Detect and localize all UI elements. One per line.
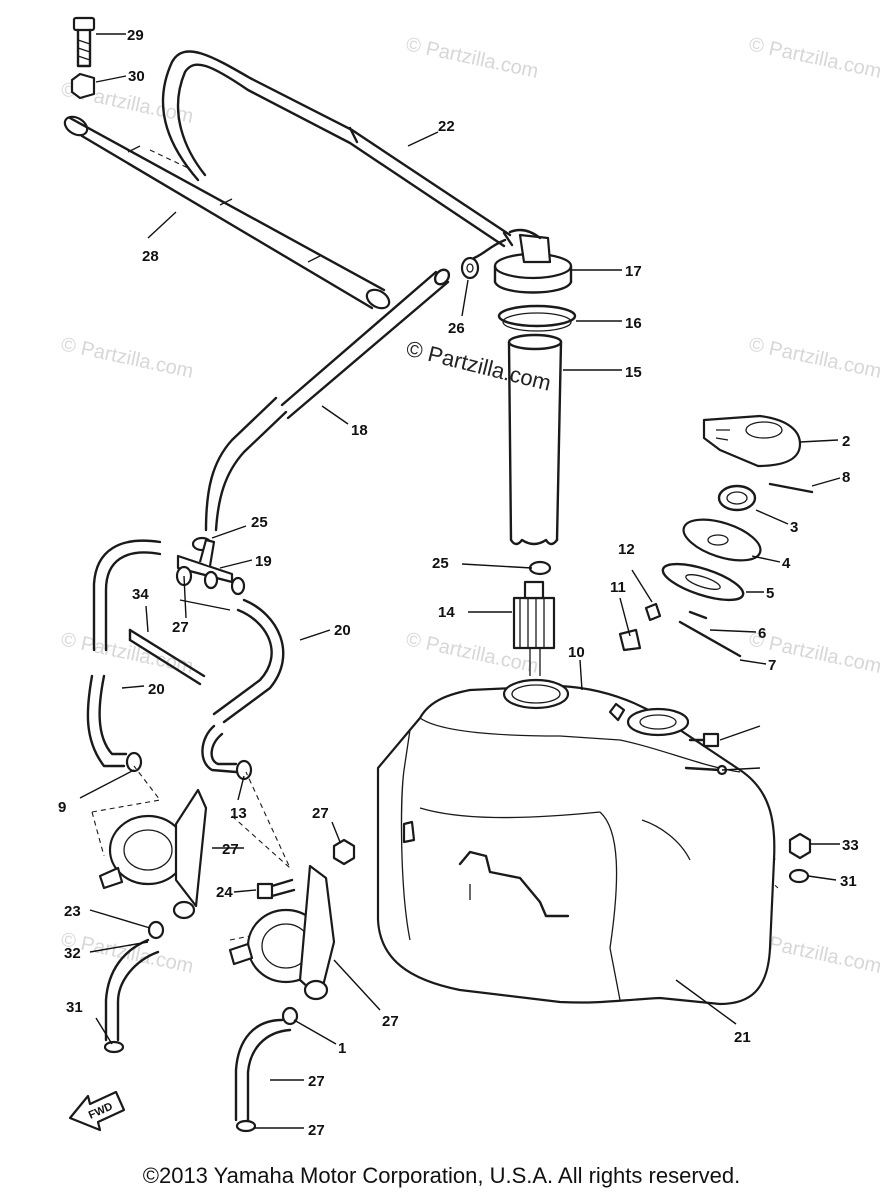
callout-19: 19 bbox=[255, 553, 272, 570]
nut-24 bbox=[788, 832, 812, 860]
callout-32: 24 bbox=[216, 884, 233, 901]
callout-3: 3 bbox=[790, 519, 798, 536]
callout-20-upper: 20 bbox=[334, 622, 351, 639]
clamp-27-b bbox=[230, 576, 246, 596]
filter-14 bbox=[512, 580, 556, 676]
clamp-27-e bbox=[147, 920, 165, 940]
callout-24: 33 bbox=[842, 837, 859, 854]
callout-18: 18 bbox=[351, 422, 368, 439]
callout-27-g: 27 bbox=[308, 1122, 325, 1139]
callout-2: 2 bbox=[842, 433, 850, 450]
callout-27-f: 1 bbox=[338, 1040, 346, 1057]
callout-31-lower: 27 bbox=[382, 1013, 399, 1030]
callout-28: 28 bbox=[142, 248, 159, 265]
spring-6 bbox=[688, 610, 708, 620]
callout-27-b: 9 bbox=[58, 799, 66, 816]
plate-4 bbox=[682, 518, 762, 562]
filler-cap-17 bbox=[472, 228, 573, 294]
clamp-27-f bbox=[281, 1006, 299, 1026]
watermark: © Partzilla.com bbox=[59, 333, 195, 383]
callout-23: 31 bbox=[840, 873, 857, 890]
fuel-pump-31-upper bbox=[98, 788, 208, 920]
clip-25-lower bbox=[528, 560, 552, 576]
callout-22: 22 bbox=[438, 118, 455, 135]
callout-31-upper: 27 bbox=[222, 841, 239, 858]
fwd-arrow-icon: FWD bbox=[68, 1090, 126, 1132]
fuel-pump-31-lower bbox=[228, 864, 336, 1001]
bolt-9 bbox=[688, 732, 720, 748]
callout-15: 15 bbox=[625, 364, 642, 381]
seal-3 bbox=[717, 484, 757, 512]
callout-5: 5 bbox=[766, 585, 774, 602]
callout-29: 29 bbox=[127, 27, 144, 44]
callout-10: 10 bbox=[568, 644, 585, 661]
callout-numbers: 29 30 22 28 17 26 16 15 18 2 8 3 25 19 4… bbox=[58, 27, 859, 1139]
callout-34: 34 bbox=[132, 586, 149, 603]
fitting-11 bbox=[618, 628, 642, 652]
clamp-27-c bbox=[125, 751, 143, 773]
nut-33 bbox=[332, 838, 356, 866]
callout-26: 26 bbox=[448, 320, 465, 337]
watermark: © Partzilla.com bbox=[404, 33, 540, 83]
callout-25-lower: 25 bbox=[432, 555, 449, 572]
callout-27-d: 23 bbox=[64, 903, 81, 920]
filler-tube-15 bbox=[507, 333, 563, 546]
washer-23 bbox=[788, 868, 810, 884]
clamp-27-h bbox=[235, 1119, 257, 1133]
callout-17: 17 bbox=[625, 263, 642, 280]
rod-7 bbox=[678, 620, 742, 658]
callout-8: 8 bbox=[842, 469, 850, 486]
bolt-29 bbox=[72, 16, 96, 68]
callout-27-e: 31 bbox=[66, 999, 83, 1016]
watermark: © Partzilla.com bbox=[747, 333, 883, 383]
bolt-32 bbox=[256, 878, 296, 900]
hose-22 bbox=[161, 50, 514, 248]
center-watermark: © Partzilla.com bbox=[404, 336, 554, 396]
watermark: © Partzilla.com bbox=[747, 33, 883, 83]
callout-7: 7 bbox=[768, 657, 776, 674]
callout-14: 14 bbox=[438, 604, 455, 621]
callout-12: 12 bbox=[618, 541, 635, 558]
callout-33: 27 bbox=[312, 805, 329, 822]
strap-34 bbox=[128, 628, 206, 686]
callout-6: 6 bbox=[758, 625, 766, 642]
bracket-tube-28 bbox=[63, 115, 391, 310]
leader-lines bbox=[79, 33, 841, 1129]
callout-11: 11 bbox=[610, 579, 626, 596]
callout-16: 16 bbox=[625, 315, 642, 332]
callout-27-c: 13 bbox=[230, 805, 247, 822]
callout-25-upper: 25 bbox=[251, 514, 268, 531]
callout-21-left: 32 bbox=[64, 945, 81, 962]
callout-30: 30 bbox=[128, 68, 145, 85]
callout-21-right: 27 bbox=[308, 1073, 325, 1090]
pin-8 bbox=[768, 482, 814, 494]
fuel-tank-1 bbox=[376, 678, 776, 1006]
hose-18 bbox=[204, 268, 451, 532]
callout-1: 21 bbox=[734, 1029, 751, 1046]
clamp-27-g bbox=[103, 1040, 125, 1054]
callout-4: 4 bbox=[782, 555, 791, 572]
copyright-footer: ©2013 Yamaha Motor Corporation, U.S.A. A… bbox=[142, 1163, 741, 1188]
callout-20-lower: 20 bbox=[148, 681, 165, 698]
nut-30 bbox=[70, 72, 96, 100]
callout-27-a: 27 bbox=[172, 619, 189, 636]
cap-2 bbox=[702, 414, 802, 468]
hose-21-right bbox=[234, 1018, 292, 1122]
clamp-26 bbox=[460, 256, 480, 280]
gasket-ring-16 bbox=[497, 304, 577, 332]
clip-12 bbox=[644, 602, 662, 622]
hose-20-left bbox=[86, 539, 162, 768]
gasket-5 bbox=[661, 562, 745, 602]
hose-20-right bbox=[201, 598, 285, 774]
